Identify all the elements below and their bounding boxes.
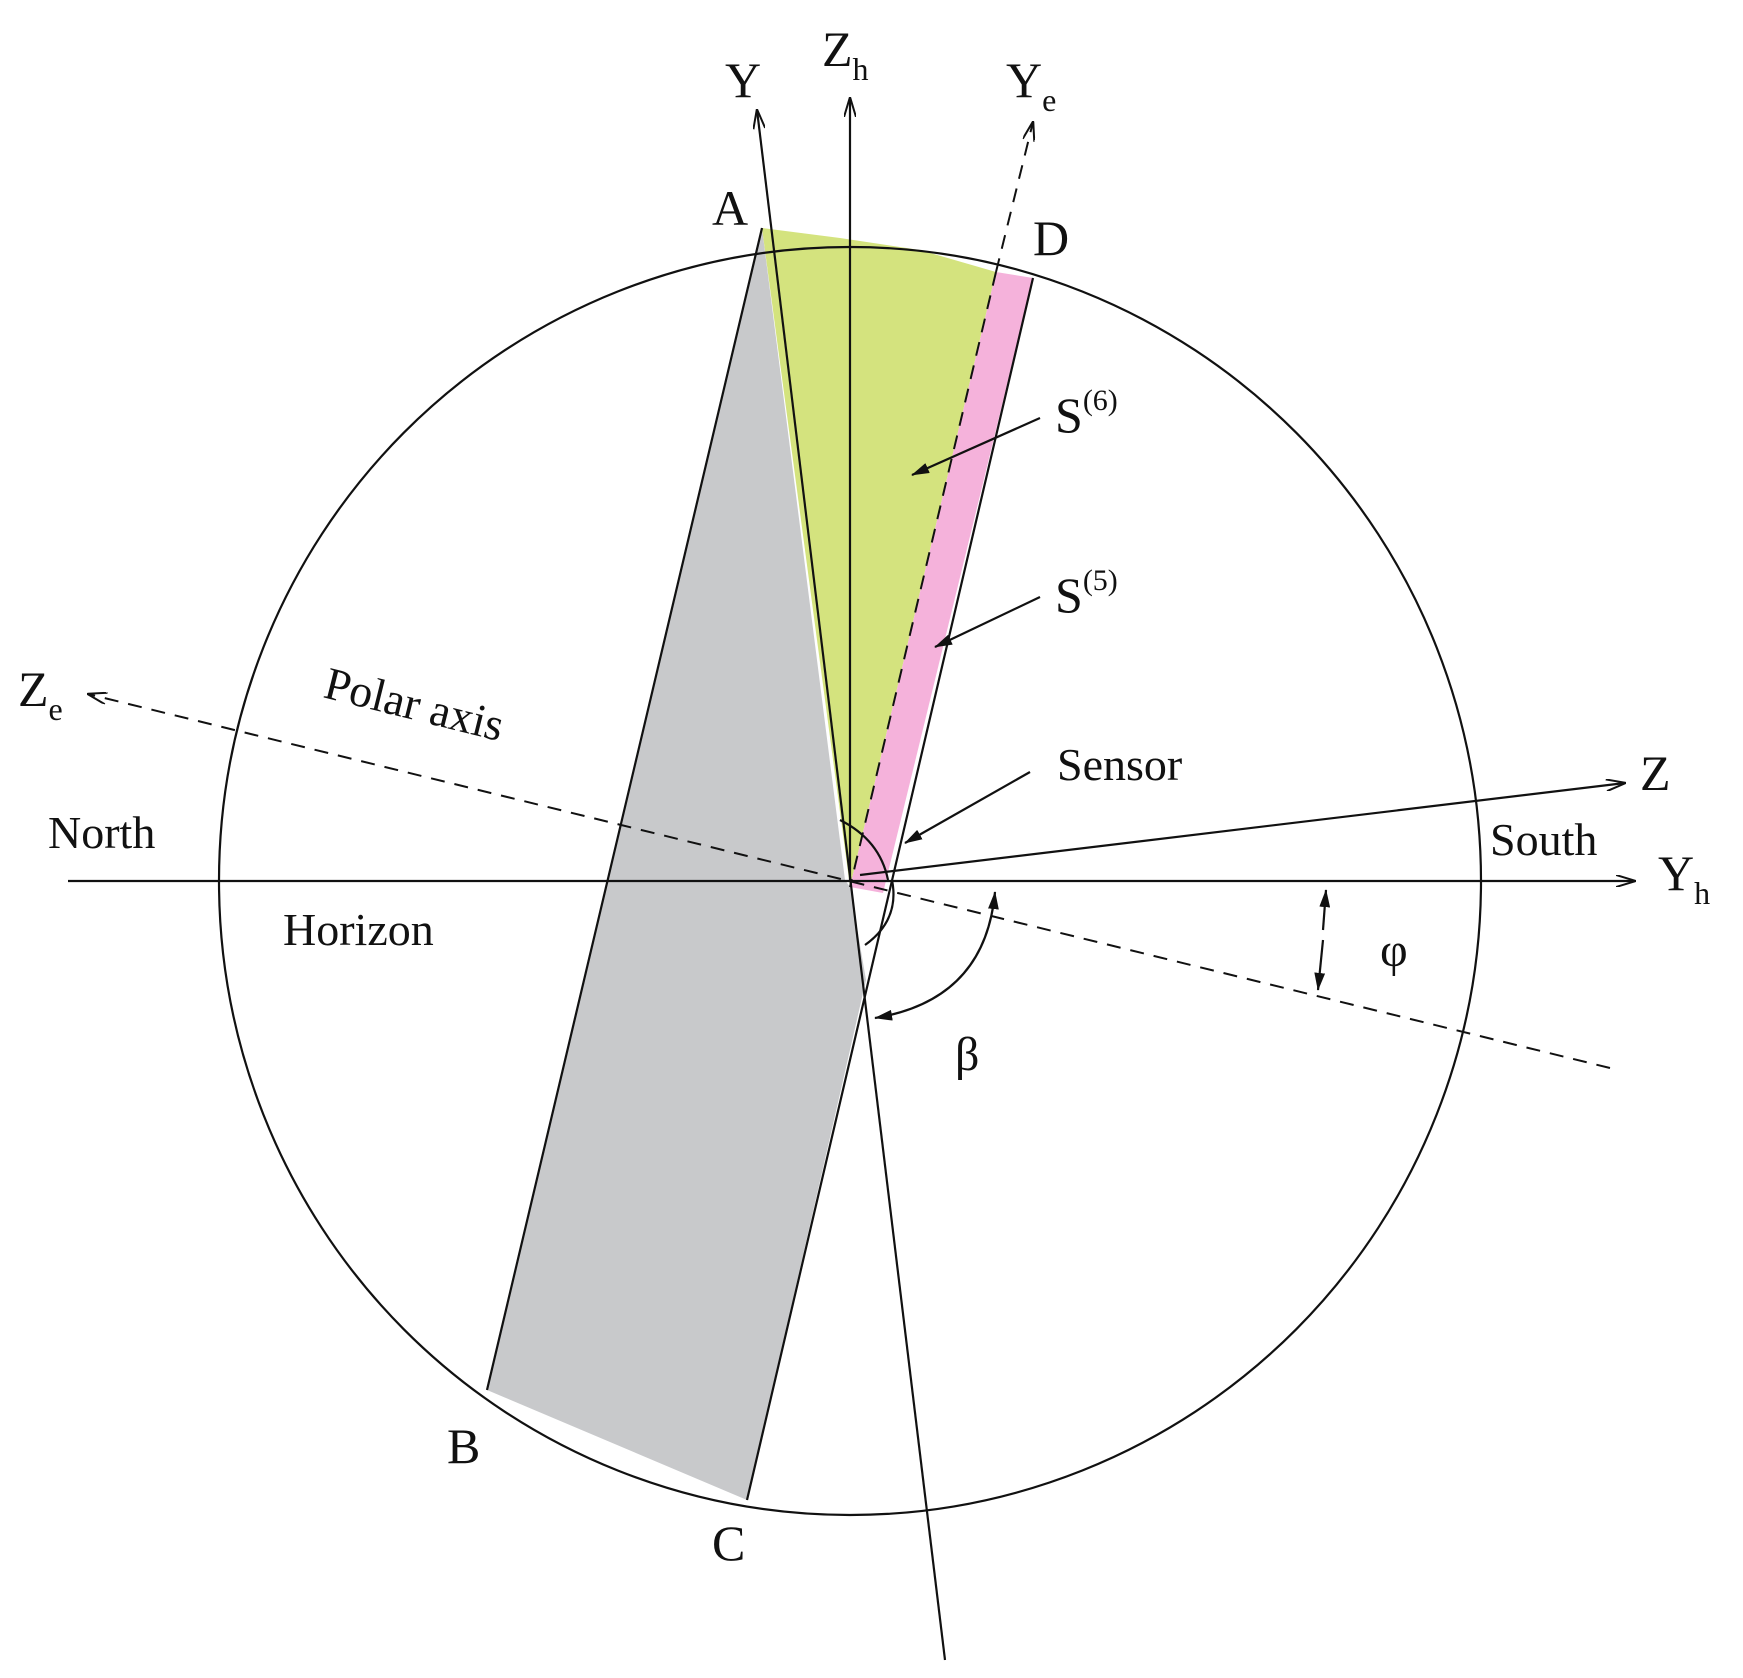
sensor-callout-arrow xyxy=(904,771,1031,844)
beta-label: β xyxy=(955,1028,979,1081)
ze-axis-label: Ze xyxy=(18,661,63,727)
pink-region-s5 xyxy=(850,272,1033,893)
green-region-s6 xyxy=(762,228,996,887)
horizon-label: Horizon xyxy=(283,904,434,955)
zh-axis-label: Zh xyxy=(822,21,869,87)
point-d-label: D xyxy=(1033,210,1069,266)
line-d-c xyxy=(745,277,1035,1501)
shaded-regions xyxy=(487,228,1033,1500)
gray-region xyxy=(487,228,866,1500)
phi-angle-arrow-top xyxy=(1319,889,1331,931)
sensor-arc xyxy=(839,819,890,881)
point-c-label: C xyxy=(712,1515,745,1571)
polar-axis-label: Polar axis xyxy=(320,657,510,751)
yh-axis-label: Yh xyxy=(1658,845,1710,911)
s6-label: S(6) xyxy=(1055,384,1118,443)
beta-angle-arc xyxy=(874,891,999,1021)
line-a-b xyxy=(485,227,764,1391)
z-axis-label: Z xyxy=(1640,745,1671,801)
polar-axis-line xyxy=(88,694,1611,1069)
z-axis-line xyxy=(859,783,1625,877)
phi-label: φ xyxy=(1380,924,1408,977)
sensor-label: Sensor xyxy=(1057,739,1182,790)
point-a-label: A xyxy=(712,180,748,236)
ye-axis-line xyxy=(995,122,1033,273)
phi-angle-arrow-bottom xyxy=(1314,939,1326,991)
s5-callout-arrow xyxy=(934,596,1041,648)
y-axis-label: Y xyxy=(725,52,761,108)
line-sensor-edge xyxy=(849,271,997,888)
ye-axis-label: Ye xyxy=(1006,52,1056,118)
s5-label: S(5) xyxy=(1055,564,1118,623)
s6-callout-arrow xyxy=(911,416,1041,477)
south-label: South xyxy=(1490,814,1597,865)
north-label: North xyxy=(48,807,155,858)
point-b-label: B xyxy=(447,1418,480,1474)
